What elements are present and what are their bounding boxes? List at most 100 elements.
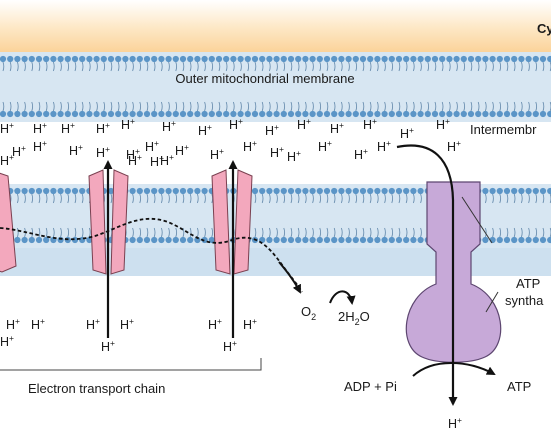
lipid-head (187, 110, 194, 118)
atp-synthase-proton-path (396, 144, 458, 406)
lipid-head (374, 187, 381, 195)
lipid-tail (355, 61, 358, 72)
lipid-head (251, 55, 259, 63)
lipid-head (331, 236, 338, 244)
lipid-tail (470, 61, 473, 72)
lipid-tail (31, 61, 34, 72)
lipid-head (273, 55, 280, 63)
lipid-head (482, 110, 489, 118)
lipid-head (136, 236, 143, 244)
lipid-tail (528, 101, 530, 112)
outer-membrane-label: Outer mitochondrial membrane (175, 71, 354, 86)
lipid-tail (52, 227, 55, 238)
lipid-head (489, 187, 496, 195)
lipid-head (539, 187, 547, 195)
lipid-tail (196, 227, 199, 238)
lipid-head (511, 110, 518, 118)
lipid-head (223, 110, 230, 118)
lipid-tail (384, 227, 386, 238)
lipid-head (7, 110, 14, 118)
lipid-head (410, 110, 417, 118)
lipid-tail (405, 101, 408, 112)
lipid-tail (110, 101, 113, 112)
lipid-tail (31, 227, 34, 238)
lipid-tail (254, 61, 257, 72)
lipid-tail (189, 227, 192, 238)
lipid-head (374, 110, 381, 118)
lipid-head (79, 110, 86, 118)
proton-label: H+ (400, 125, 414, 141)
proton-label: H+ (270, 144, 284, 160)
lipid-head (410, 187, 417, 195)
lipid-tail (441, 61, 444, 72)
lipid-head (323, 110, 331, 118)
lipid-head (194, 55, 201, 63)
lipid-head (172, 236, 179, 244)
lipid-tail (211, 227, 214, 238)
etc-bracket (0, 358, 262, 371)
lipid-tail (261, 101, 264, 112)
lipid-tail (463, 61, 466, 72)
atp-synthase-label-line1: ATP (516, 276, 540, 291)
lipid-tail (211, 61, 214, 72)
lipid-tail (24, 61, 26, 72)
outer-membrane-band (0, 52, 551, 122)
lipid-tail (2, 61, 5, 72)
lipid-tail (340, 101, 343, 112)
lipid-head (374, 236, 381, 244)
electron-path (0, 217, 303, 293)
lipid-head (302, 55, 309, 63)
lipid-tail (542, 61, 545, 72)
lipid-head (266, 187, 273, 195)
lipid-head (194, 187, 201, 195)
lipid-head (86, 110, 93, 118)
lipid-tail (60, 193, 62, 204)
lipid-head (223, 55, 230, 63)
proton-label: H+ (229, 116, 243, 132)
lipid-head (352, 236, 359, 244)
lipid-head (525, 187, 532, 195)
lipid-tail (484, 101, 487, 112)
lipid-tail (146, 61, 149, 72)
lipid-head (316, 55, 323, 63)
lipid-tail (463, 101, 466, 112)
lipid-tail (528, 227, 530, 238)
lipid-tail (376, 61, 379, 72)
lipid-head (14, 187, 21, 195)
inner-membrane-lipids (0, 187, 551, 244)
lipid-head (172, 110, 179, 118)
lipid-head (532, 55, 539, 63)
atp-synthase-label-line2: syntha (505, 293, 544, 308)
lipid-tail (124, 101, 127, 112)
lipid-head (57, 55, 64, 63)
lipid-tail (456, 101, 458, 112)
lipid-head (367, 236, 374, 244)
lipid-tail (405, 193, 408, 204)
lipid-head (0, 110, 7, 118)
lipid-head (532, 110, 539, 118)
lipid-head (381, 187, 388, 195)
lipid-tail (434, 101, 437, 112)
lipid-head (273, 187, 280, 195)
lipid-head (143, 236, 151, 244)
proton-label: H+ (208, 316, 222, 332)
lipid-head (179, 187, 187, 195)
lipid-tail (340, 227, 343, 238)
lipid-tail (196, 61, 199, 72)
lipid-tail (427, 61, 430, 72)
lipid-head (57, 187, 64, 195)
proton-label: H+ (101, 338, 115, 354)
lipid-head (237, 55, 244, 63)
lipid-head (143, 187, 151, 195)
lipid-tail (247, 101, 250, 112)
lipid-tail (348, 193, 350, 204)
lipid-tail (160, 61, 163, 72)
lipid-head (323, 55, 331, 63)
lipid-tail (268, 227, 271, 238)
lipid-head (417, 110, 424, 118)
intermembrane-space (0, 122, 551, 184)
lipid-head (331, 187, 338, 195)
lipid-tail (175, 227, 178, 238)
lipid-head (187, 187, 194, 195)
